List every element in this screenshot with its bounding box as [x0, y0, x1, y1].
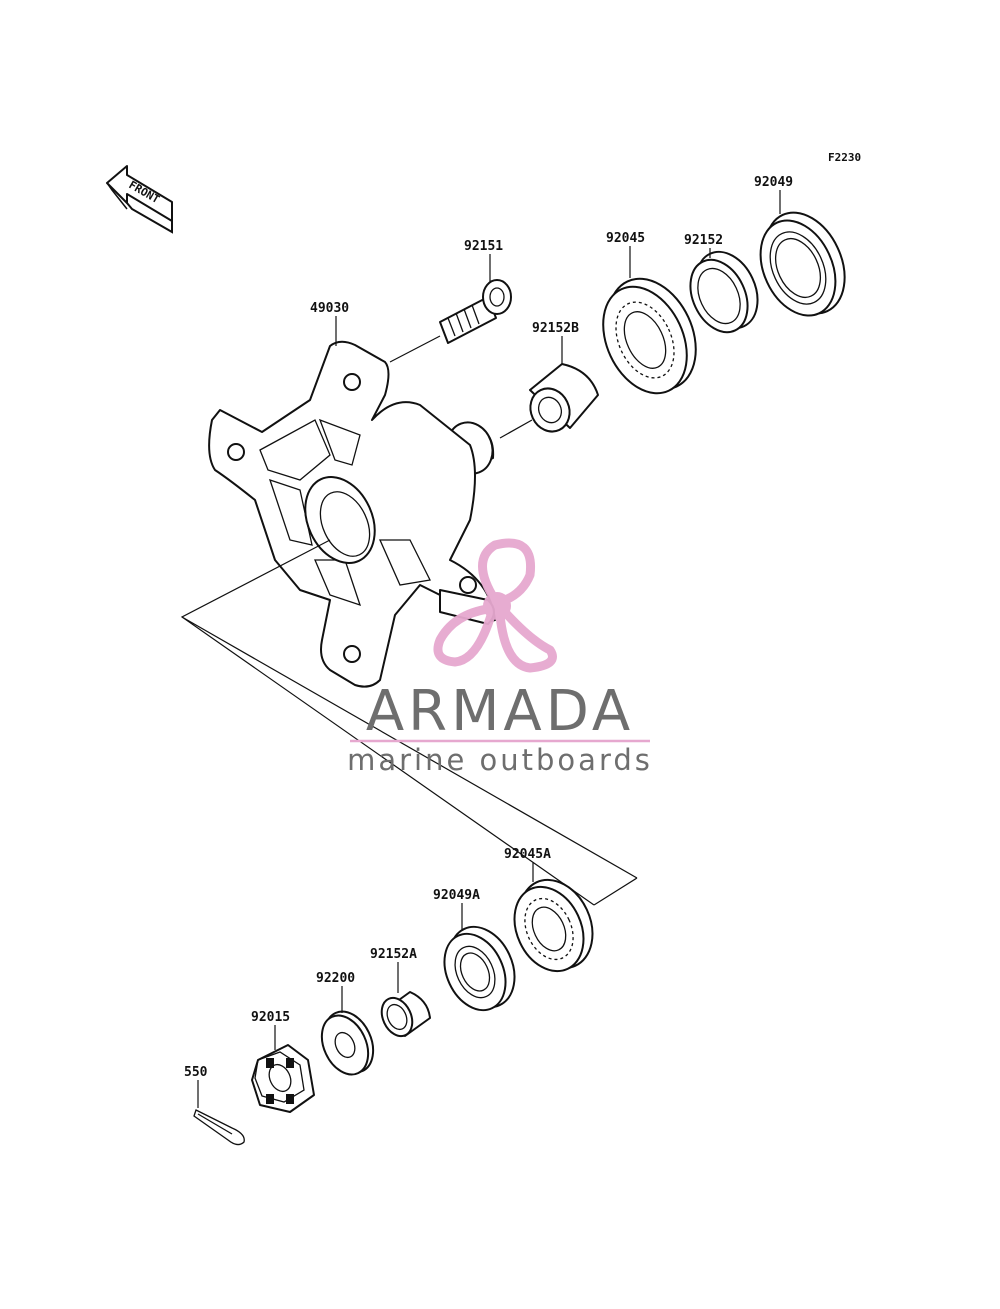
part-label-92152A: 92152A — [370, 947, 417, 962]
spacer-92152A — [380, 991, 431, 1038]
castle-nut-92015 — [251, 1044, 315, 1113]
watermark-propeller-logo — [433, 538, 557, 673]
bearing-92045 — [602, 277, 697, 395]
part-label-92152: 92152 — [684, 233, 723, 248]
part-label-92151: 92151 — [464, 239, 503, 254]
figure-code: F2230 — [828, 151, 861, 164]
assembly-bracket — [180, 539, 638, 906]
cotter-pin-550 — [193, 1109, 245, 1146]
seal-92049 — [759, 211, 846, 317]
part-label-92015: 92015 — [251, 1010, 290, 1025]
part-label-92045: 92045 — [606, 231, 645, 246]
washer-92200 — [320, 1010, 375, 1076]
leader-lines — [197, 190, 781, 1108]
front-arrow-icon: FRONT — [106, 165, 173, 234]
watermark-subtitle: marine outboards — [347, 743, 653, 777]
part-label-92045A: 92045A — [504, 847, 551, 862]
spacer-92152 — [689, 250, 759, 334]
part-label-49030: 49030 — [310, 301, 349, 316]
stud-92151 — [439, 279, 512, 344]
part-label-550: 550 — [184, 1065, 208, 1080]
part-label-92049: 92049 — [754, 175, 793, 190]
watermark-title: ARMADA — [366, 679, 634, 744]
part-label-92049A: 92049A — [433, 888, 480, 903]
spacer-92152B — [529, 363, 599, 433]
hub-49030 — [208, 340, 496, 688]
bearing-92045A — [513, 878, 594, 973]
part-label-92200: 92200 — [316, 971, 355, 986]
seal-92049A — [443, 925, 516, 1012]
part-label-92152B: 92152B — [532, 321, 579, 336]
